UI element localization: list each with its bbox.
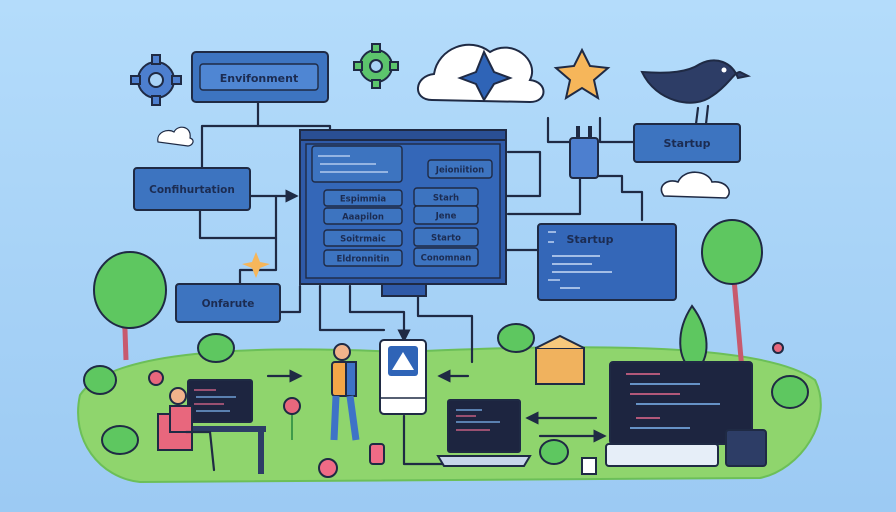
panel-button-right-1-label: Jeioniition: [435, 166, 484, 176]
panel-button-right-5-label: Conomnan: [421, 254, 472, 264]
startup-label: Startup: [664, 137, 711, 150]
panel-button-right-5[interactable]: Conomnan: [413, 247, 479, 267]
startup-box[interactable]: Startup: [633, 123, 741, 163]
gear-icon: [353, 43, 399, 89]
panel-button-left-3[interactable]: Soitrmaic: [323, 229, 403, 247]
sparkle: [242, 252, 270, 278]
panel-code-box: [311, 145, 403, 183]
cup: [581, 457, 597, 475]
panel-button-right-1[interactable]: Jeioniition: [427, 159, 493, 179]
monitor-icon: [605, 361, 767, 467]
environment-box[interactable]: Envifonment: [191, 51, 329, 103]
cloud-icon: [417, 43, 545, 104]
panel-button-left-1-label: Espimmia: [340, 195, 386, 205]
tree-icon: [701, 219, 763, 371]
person-icon: [157, 387, 216, 472]
onfarute-box[interactable]: Onfarute: [175, 283, 281, 323]
panel-button-right-4-label: Starto: [431, 234, 461, 244]
device-icon: [379, 339, 427, 415]
person-icon: [330, 343, 360, 441]
startup-panel: Startup: [537, 223, 677, 301]
panel-button-left-4[interactable]: Eldronnitin: [323, 249, 403, 267]
panel-button-left-1[interactable]: Espimmia: [323, 189, 403, 207]
panel-button-left-2-label: Aaapilon: [342, 213, 384, 223]
star-icon: [553, 47, 611, 101]
bird-icon: [640, 59, 752, 126]
code-lines: [548, 231, 612, 289]
desk-workstation: [184, 379, 266, 474]
tree-icon: [93, 251, 167, 361]
flower-icon: [148, 342, 784, 478]
panel-button-right-2-label: Starh: [433, 194, 459, 204]
cloud-icon: [157, 126, 194, 147]
panel-button-right-3-label: Jene: [435, 212, 457, 222]
gear-icon: [130, 54, 182, 106]
laptop-icon: [436, 399, 532, 467]
panel-button-left-4-label: Eldronnitin: [337, 255, 390, 265]
environment-label: Envifonment: [220, 72, 298, 85]
package-box: [535, 334, 585, 385]
configuration-box[interactable]: Confihurtation: [133, 167, 251, 211]
panel-button-left-3-label: Soitrmaic: [340, 235, 386, 245]
cloud-icon: [660, 171, 730, 199]
panel-button-left-2[interactable]: Aaapilon: [323, 207, 403, 225]
panel-button-right-3[interactable]: Jene: [413, 205, 479, 225]
bush: [83, 323, 809, 465]
plug-icon: [569, 126, 599, 179]
panel-button-right-2[interactable]: Starh: [413, 187, 479, 207]
startup-panel-title: Startup: [567, 233, 614, 246]
onfarute-label: Onfarute: [202, 298, 255, 310]
configuration-label: Confihurtation: [149, 184, 235, 196]
panel-button-right-4[interactable]: Starto: [413, 227, 479, 247]
